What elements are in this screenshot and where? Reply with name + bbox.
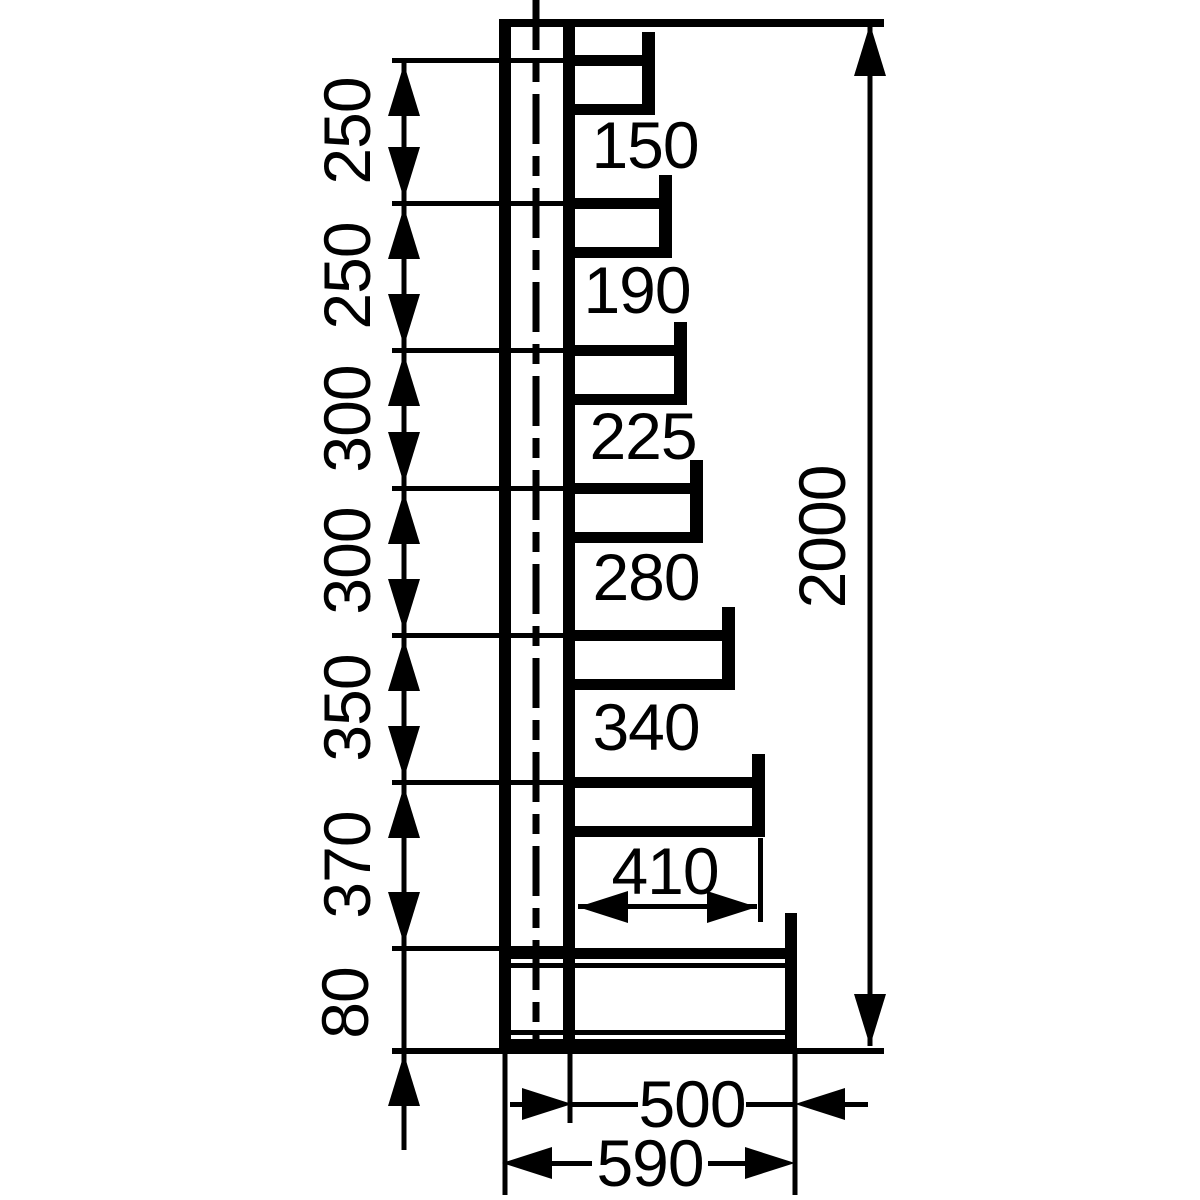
extension-line — [392, 348, 575, 353]
arm-length-label-1: 150 — [591, 108, 698, 182]
left-dimension-line — [388, 60, 420, 1150]
overall-height-label: 2000 — [785, 466, 859, 609]
extension-line — [392, 201, 575, 206]
base-overall-depth-label: 590 — [596, 1126, 703, 1200]
level-extension-lines — [392, 58, 884, 1054]
spacing-label-7: 80 — [308, 967, 382, 1038]
arrow-right-icon — [707, 891, 757, 923]
arrow-up-icon — [388, 207, 420, 259]
extension-line — [392, 633, 575, 638]
column-top-extension-line — [499, 19, 884, 27]
extension-line — [792, 1053, 798, 1195]
dimension-line — [708, 1161, 745, 1166]
spacing-label-5: 350 — [310, 654, 384, 761]
arrow-down-icon — [854, 994, 886, 1046]
arrow-left-icon — [578, 891, 628, 923]
spacing-label-1: 250 — [310, 77, 384, 184]
arm-length-label-2: 190 — [583, 253, 690, 327]
base-inner-line-bottom — [511, 1030, 785, 1035]
extension-line — [502, 1053, 508, 1195]
base-end-stop — [785, 913, 797, 1050]
arm-length-label-5: 340 — [592, 690, 699, 764]
arrow-right-icon — [745, 1147, 795, 1179]
extension-line — [758, 838, 763, 922]
column-right-edge — [563, 19, 575, 1050]
extension-line — [392, 780, 575, 785]
arrow-down-icon — [388, 294, 420, 346]
base-dimension-590 — [502, 1053, 798, 1195]
base-top-line — [499, 948, 785, 959]
dimension-line — [578, 904, 757, 909]
height-dimension-2000 — [854, 24, 886, 1046]
arm-level-2 — [575, 175, 672, 258]
arm-length-label-6: 410 — [611, 834, 718, 908]
arm-level-1 — [575, 32, 655, 115]
arrow-up-icon — [388, 639, 420, 691]
dimension-line — [746, 1102, 795, 1107]
arrow-up-icon — [854, 24, 886, 76]
extension-line — [392, 486, 575, 491]
drawing-geometry — [388, 0, 886, 1195]
arrow-down-icon — [388, 579, 420, 631]
arrow-right-icon — [522, 1088, 572, 1120]
arm-length-label-3: 225 — [589, 399, 696, 473]
arrow-down-icon — [388, 432, 420, 484]
arrow-down-icon — [388, 892, 420, 944]
dimension-line — [510, 1102, 524, 1107]
arm-level-4 — [575, 460, 703, 543]
dimension-line — [867, 26, 873, 1046]
spacing-label-4: 300 — [310, 507, 384, 614]
dimension-labels: 250 250 300 300 350 370 80 150 190 225 2… — [308, 77, 859, 1200]
arm-level-5 — [575, 607, 735, 690]
arrow-left-icon — [502, 1147, 552, 1179]
arm-length-label-4: 280 — [592, 540, 699, 614]
spacing-label-6: 370 — [310, 811, 384, 918]
dimension-line — [845, 1102, 868, 1107]
arrow-up-icon — [388, 786, 420, 838]
arrow-down-icon — [388, 726, 420, 778]
arrow-up-icon — [388, 354, 420, 406]
base-dimension-500 — [510, 1053, 868, 1123]
arrow-up-icon — [388, 1054, 420, 1106]
base-bottom-line — [499, 1039, 797, 1050]
arrow-up-icon — [388, 64, 420, 116]
base-foot — [499, 913, 797, 1050]
column-left-edge — [499, 19, 511, 1050]
dimension-line — [572, 1102, 638, 1107]
spacing-label-2: 250 — [310, 222, 384, 329]
arm-level-3 — [575, 322, 687, 405]
arrow-down-icon — [388, 147, 420, 199]
extension-line — [392, 946, 575, 951]
base-clear-depth-label: 500 — [638, 1067, 745, 1141]
arrow-up-icon — [388, 492, 420, 544]
ground-extension-line — [392, 1048, 884, 1054]
arm-level-6 — [575, 754, 765, 837]
base-inner-line-top — [511, 963, 785, 968]
extension-line — [392, 58, 575, 63]
upright-column — [499, 19, 884, 1050]
arm-dimension-410 — [578, 838, 763, 923]
arrow-left-icon — [795, 1088, 845, 1120]
spacing-label-3: 300 — [310, 365, 384, 472]
extension-line — [567, 1053, 573, 1123]
dimension-line — [552, 1161, 592, 1166]
